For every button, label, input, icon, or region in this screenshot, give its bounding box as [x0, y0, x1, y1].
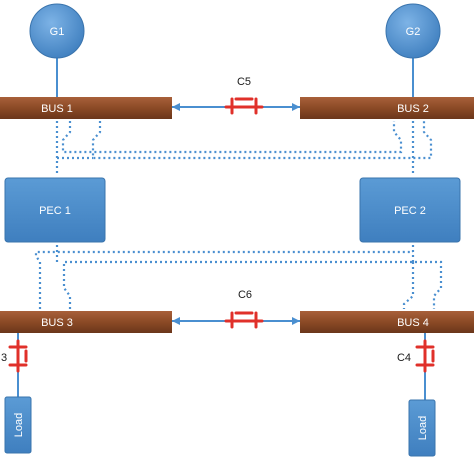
breaker-c5[interactable] [224, 97, 264, 115]
g1-label: G1 [50, 26, 65, 38]
breaker-c3[interactable] [8, 339, 28, 373]
lower-dotted-paths [34, 240, 443, 309]
upper-dotted-paths [55, 121, 433, 176]
c4-label: C4 [397, 352, 411, 364]
bus3-label: BUS 3 [41, 317, 73, 329]
pec1-label: PEC 1 [39, 205, 71, 217]
converter-pec2[interactable]: PEC 2 [359, 177, 461, 243]
bus-3[interactable]: BUS 3 [0, 311, 172, 333]
bus1-label: BUS 1 [41, 103, 73, 115]
load2-label: Load [417, 416, 429, 440]
generator-g1[interactable]: G1 [29, 3, 85, 59]
load-2[interactable]: Load [408, 399, 436, 457]
bus4-label: BUS 4 [397, 317, 429, 329]
bus-2[interactable]: BUS 2 [300, 97, 474, 119]
generator-g2[interactable]: G2 [385, 3, 441, 59]
c3-label: 3 [1, 352, 7, 364]
c5-label: C5 [237, 76, 251, 88]
load1-label: Load [13, 413, 25, 437]
c6-label: C6 [238, 289, 252, 301]
breaker-c4[interactable] [415, 339, 435, 373]
load-1[interactable]: Load [4, 396, 32, 454]
bus2-label: BUS 2 [397, 103, 429, 115]
pec2-label: PEC 2 [394, 205, 426, 217]
breaker-c6[interactable] [224, 311, 264, 329]
converter-pec1[interactable]: PEC 1 [4, 177, 106, 243]
bus-1[interactable]: BUS 1 [0, 97, 172, 119]
g2-label: G2 [406, 26, 421, 38]
bus-4[interactable]: BUS 4 [300, 311, 474, 333]
